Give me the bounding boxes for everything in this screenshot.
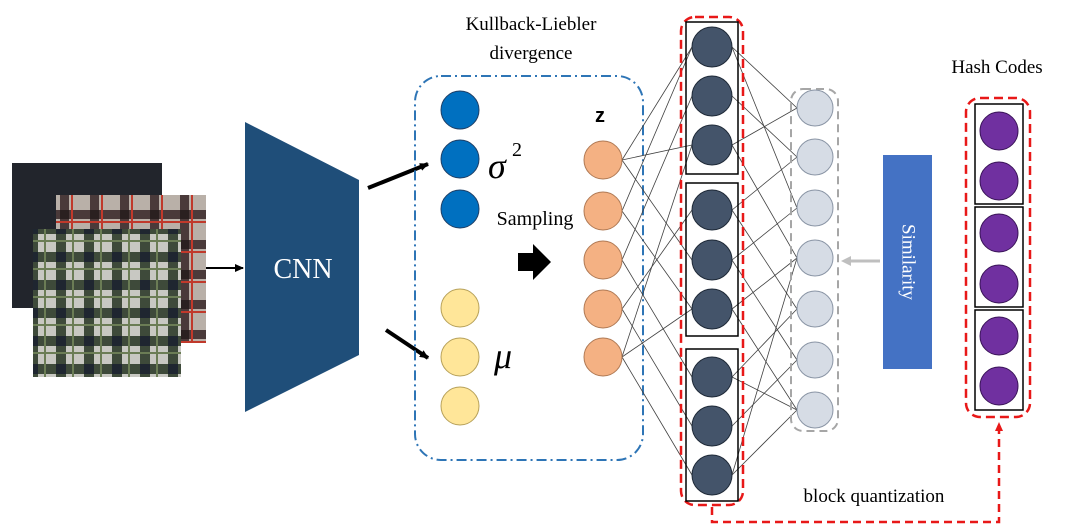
similarity-node (796, 391, 834, 429)
cnn-to-sigma-arrow (367, 162, 429, 190)
hash-node (979, 366, 1019, 406)
hash-node (979, 264, 1019, 304)
connection-line (731, 107, 798, 146)
hash-block-3 (974, 309, 1024, 411)
hash-codes-dashed-box (964, 96, 1032, 419)
hash-node (979, 213, 1019, 253)
mu-node (440, 337, 480, 377)
connection-line (731, 209, 798, 310)
input-images (12, 163, 206, 377)
connection-line (731, 409, 798, 476)
hash-block-2 (974, 206, 1024, 308)
fabric-image-green-check (33, 229, 181, 377)
connection-line (731, 308, 798, 378)
sigma-exponent: 2 (512, 139, 522, 161)
kl-label-line1: Kullback-Liebler (466, 14, 598, 35)
z-node (583, 337, 623, 377)
hidden-block-3 (685, 348, 739, 502)
sigma-symbol: σ (488, 146, 507, 186)
hidden-node (691, 124, 733, 166)
hash-node (979, 161, 1019, 201)
sampling-label: Sampling (497, 208, 574, 230)
z-node (583, 140, 623, 180)
sampling-arrow (518, 244, 551, 280)
hash-codes-label: Hash Codes (951, 57, 1042, 78)
connection-line (621, 144, 693, 161)
z-node (583, 289, 623, 329)
similarity-nodes (796, 89, 834, 429)
mu-node (440, 386, 480, 426)
sigma-node (440, 90, 480, 130)
similarity-node (796, 138, 834, 176)
hidden-node (691, 288, 733, 330)
similarity-node (796, 89, 834, 127)
hash-block-1 (974, 103, 1024, 205)
similarity-node (796, 239, 834, 277)
hash-node (979, 316, 1019, 356)
sigma-nodes (440, 90, 480, 229)
block-quantization-label: block quantization (804, 486, 945, 507)
hidden-node (691, 405, 733, 447)
hidden-layer-dashed-box (679, 15, 745, 507)
similarity-label: Similarity (898, 224, 919, 301)
connection-line (621, 356, 693, 476)
cnn-to-mu-arrow (384, 328, 430, 360)
hidden-block-1 (685, 21, 739, 175)
block-quantization-arrow (710, 422, 1003, 524)
z-node (583, 191, 623, 231)
connection-line (621, 95, 693, 261)
similarity-node (796, 341, 834, 379)
hidden-node (691, 454, 733, 496)
cnn-block (245, 122, 359, 412)
hidden-block-2 (685, 182, 739, 337)
hidden-node (691, 26, 733, 68)
kl-divergence-box (414, 75, 644, 461)
connection-line (621, 308, 693, 358)
cnn-label: CNN (273, 254, 332, 285)
mu-node (440, 288, 480, 328)
network-connections (621, 46, 798, 476)
z-label: z (595, 105, 605, 127)
similarity-layer-box (790, 88, 839, 432)
hash-nodes (979, 111, 1019, 406)
hidden-node (691, 356, 733, 398)
hidden-node (691, 239, 733, 281)
sigma-node (440, 139, 480, 179)
similarity-node (796, 290, 834, 328)
connection-line (731, 207, 798, 261)
hidden-node (691, 189, 733, 231)
connection-line (621, 259, 693, 378)
similarity-node (796, 189, 834, 227)
kl-label-line2: divergence (490, 43, 573, 64)
z-node (583, 240, 623, 280)
hidden-nodes (691, 26, 733, 496)
mu-symbol: μ (493, 336, 512, 376)
hash-node (979, 111, 1019, 151)
mu-nodes (440, 288, 480, 426)
connection-line (731, 46, 798, 109)
connection-line (621, 46, 693, 161)
z-nodes (583, 140, 623, 377)
similarity-block (883, 155, 932, 369)
hidden-node (691, 75, 733, 117)
sigma-node (440, 189, 480, 229)
